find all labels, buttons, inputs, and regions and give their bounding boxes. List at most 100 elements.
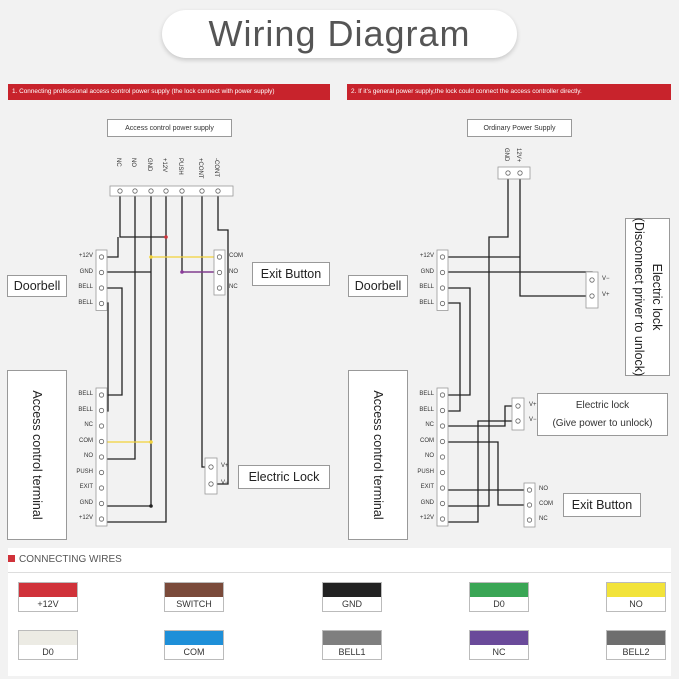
left-doorbell-pin-1 — [98, 269, 105, 276]
left-wire-no-terminal — [101, 196, 136, 460]
legend-swatch-color — [470, 631, 528, 645]
right-terminal-pin-label-4: NO — [425, 453, 434, 459]
right-doorbell-pin-3 — [439, 300, 446, 307]
right-exit-pin-label-0: NO — [539, 486, 548, 492]
left-lock-pin-0 — [208, 464, 214, 470]
left-doorbell-pin-0 — [98, 254, 105, 260]
legend-swatch-d0: D0 — [18, 630, 78, 660]
left-lock-pin-label-1: V− — [221, 480, 229, 486]
left-banner: 1. Connecting professional access contro… — [8, 84, 330, 100]
left-exit-pin-0 — [216, 254, 223, 260]
right-electric-lock-1-label: Electric lock (Disconnect priver to unlo… — [625, 218, 670, 376]
right-wire-gnd — [442, 179, 509, 507]
left-terminal-pin-2 — [98, 423, 105, 429]
right-exit-pin-1 — [526, 502, 533, 508]
legend-swatch-com: COM — [164, 630, 224, 660]
right-doorbell-strip — [436, 249, 449, 311]
right-terminal-pin-8 — [439, 516, 446, 522]
left-psu-pin-5 — [199, 188, 205, 194]
right-lock1-pin-1 — [589, 293, 595, 299]
left-psu-pin-label-0: NC — [115, 158, 121, 167]
left-doorbell-label: Doorbell — [7, 275, 67, 297]
right-terminal-pin-label-6: EXIT — [420, 484, 434, 490]
legend-swatch-color — [323, 583, 381, 597]
title-pill: Wiring Diagram — [162, 10, 517, 58]
legend-swatch-+12v: +12V — [18, 582, 78, 612]
legend-swatch-color — [323, 631, 381, 645]
left-terminal-pin-label-6: EXIT — [79, 484, 93, 490]
left-wire-psu-nc — [119, 196, 166, 238]
legend-swatch-bell1: BELL1 — [322, 630, 382, 660]
left-exit-pin-label-2: NC — [229, 284, 238, 290]
left-joint-red — [164, 235, 168, 239]
right-lock1-pin-label-1: V+ — [602, 292, 610, 298]
left-terminal-pin-label-1: BELL — [78, 406, 93, 413]
right-lock2-pin-1 — [515, 418, 521, 424]
right-terminal-pin-label-5: PUSH — [417, 468, 434, 475]
left-wire-12v-terminal — [101, 196, 167, 523]
legend-bullet — [8, 555, 15, 562]
left-doorbell-pin-3 — [98, 300, 105, 307]
right-wire-12v-lock — [519, 179, 592, 297]
left-terminal-pin-7 — [98, 500, 105, 507]
left-wire-push-exit — [181, 196, 219, 273]
right-terminal-pin-4 — [439, 454, 446, 460]
left-exit-pin-label-0: COM — [229, 253, 243, 259]
right-psu-label: Ordinary Power Supply — [467, 119, 572, 137]
left-doorbell-pin-label-2: BELL — [78, 284, 93, 290]
left-terminal-pin-label-0: BELL — [78, 391, 93, 397]
right-terminal-pin-label-2: NC — [425, 422, 434, 428]
left-lock-pin-1 — [208, 481, 214, 487]
right-lock2-pin-label-1: V− — [529, 417, 537, 423]
right-terminal-pin-5 — [439, 469, 446, 476]
left-psu-pin-label-4: PUSH — [177, 158, 183, 175]
legend-swatch-gnd: GND — [322, 582, 382, 612]
right-lock2-strip — [511, 397, 525, 431]
right-terminal-label: Access control terminal — [348, 370, 408, 540]
left-terminal-pin-label-2: NC — [84, 422, 93, 428]
right-terminal-pin-label-3: COM — [420, 437, 434, 444]
left-terminal-pin-3 — [98, 438, 105, 445]
right-terminal-pin-label-0: BELL — [419, 391, 434, 397]
left-terminal-pin-6 — [98, 485, 105, 491]
left-doorbell-pin-2 — [98, 285, 105, 291]
legend-swatch-label: D0 — [493, 599, 505, 609]
right-wire-bell1 — [442, 287, 471, 396]
right-terminal-pin-2 — [439, 423, 446, 429]
left-psu-strip — [109, 185, 234, 197]
left-terminal-pin-4 — [98, 454, 105, 460]
left-wire-cont-lock — [201, 196, 211, 468]
legend-swatch-nc: NC — [469, 630, 529, 660]
right-exit-pin-label-1: COM — [539, 501, 553, 507]
right-terminal-pin-6 — [439, 485, 446, 491]
left-terminal-pin-label-5: PUSH — [76, 468, 93, 475]
left-terminal-pin-5 — [98, 469, 105, 476]
left-psu-label: Access control power supply — [107, 119, 232, 137]
right-lock2-pin-0 — [515, 403, 521, 409]
left-terminal-label: Access control terminal — [7, 370, 67, 540]
legend-swatch-color — [19, 631, 77, 645]
legend-swatch-color — [607, 631, 665, 645]
right-exit-button-label: Exit Button — [563, 493, 641, 517]
left-psu-pin-3 — [163, 188, 169, 194]
legend-divider — [8, 572, 671, 573]
left-psu-pin-1 — [132, 188, 138, 194]
left-terminal-pin-label-8: +12V — [78, 515, 93, 521]
left-exit-pin-2 — [216, 285, 223, 291]
left-terminal-pin-label-7: GND — [79, 499, 93, 506]
right-banner: 2. If it's general power supply,the lock… — [347, 84, 671, 100]
right-psu-strip — [497, 166, 531, 180]
left-wire-bell1 — [101, 287, 123, 396]
right-psu-pin-label-1: 12V+ — [515, 148, 521, 163]
legend-swatch-label: BELL1 — [338, 647, 366, 657]
left-lock-pin-label-0: V+ — [221, 463, 229, 469]
left-joint-com — [149, 440, 153, 444]
right-lock1-strip — [585, 271, 599, 309]
left-electric-lock-label: Electric Lock — [238, 465, 330, 489]
right-terminal-pin-7 — [439, 500, 446, 507]
right-doorbell-pin-label-2: BELL — [419, 284, 434, 290]
right-electric-lock-2-label: Electric lock (Give power to unlock) — [537, 393, 668, 436]
right-psu-pin-1 — [517, 170, 523, 176]
